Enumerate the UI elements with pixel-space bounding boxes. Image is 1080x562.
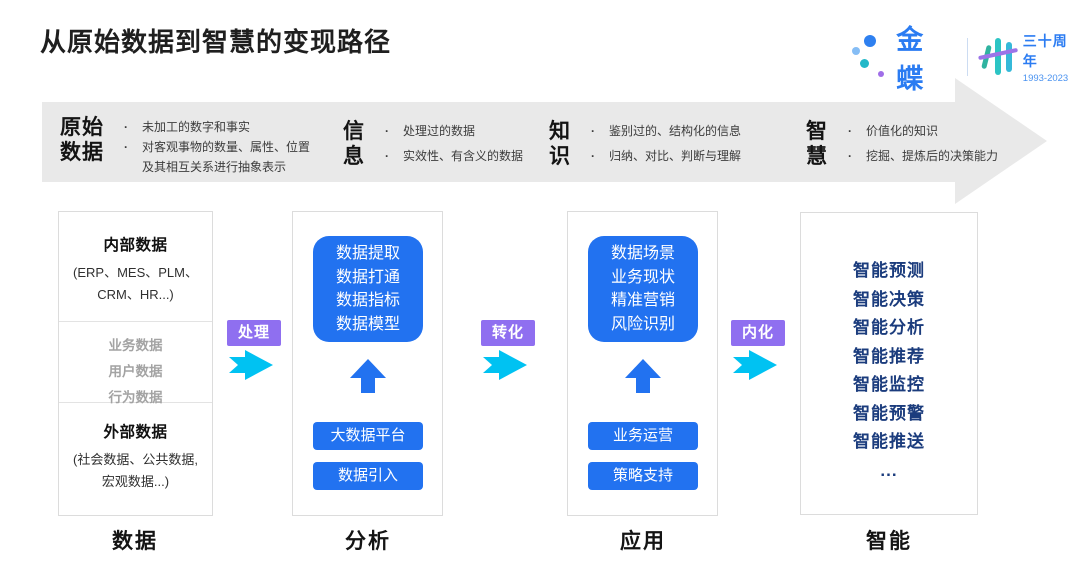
- brand-name: 金蝶: [896, 25, 927, 94]
- list-item: 用户数据: [108, 364, 163, 379]
- middle-data-section: 业务数据 用户数据 行为数据: [59, 321, 212, 405]
- up-arrow-icon: [350, 359, 386, 393]
- bullet-marker: ·: [848, 124, 852, 138]
- dikw-arrow-banner: [42, 102, 955, 182]
- list-item: 智能分析: [853, 318, 925, 337]
- column-data-sources: 内部数据 (ERP、MES、PLM、 CRM、HR...) 业务数据 用户数据 …: [58, 211, 213, 516]
- list-item: 智能监控: [853, 375, 925, 394]
- bullet-item: · 归纳、对比、判断与理解: [585, 146, 741, 166]
- list-item: 智能推荐: [853, 346, 925, 366]
- platform-button: 业务运营: [588, 422, 698, 450]
- column-analysis: 数据提取 数据打通 数据指标 数据模型 大数据平台 数据引入: [292, 211, 443, 516]
- section-header: 外部数据: [103, 424, 168, 441]
- ellipsis-item: ...: [880, 460, 898, 480]
- logo-dot: [852, 47, 860, 55]
- bullet-marker: ·: [385, 149, 389, 163]
- list-item: 业务数据: [108, 338, 163, 353]
- bullet-marker: ·: [591, 149, 595, 163]
- list-item: 行为数据: [108, 390, 163, 405]
- section-header: 内部数据: [103, 237, 168, 254]
- stage-wisdom: 智 慧 · 价值化的知识 · 挖掘、提炼后的决策能力: [806, 119, 998, 171]
- right-arrow-icon: [229, 350, 273, 380]
- stage-raw-data: 原始 数据 · 未加工的数字和事实 · 对客观事物的数量、属性、位置及其相互关系…: [60, 115, 310, 177]
- anniversary-label: 三十周年: [1022, 32, 1068, 69]
- right-arrow-icon: [733, 350, 777, 380]
- external-data-section: 外部数据 (社会数据、公共数据, 宏观数据...): [59, 402, 212, 493]
- flow-transform: 转化: [481, 320, 535, 380]
- column-application: 数据场景 业务现状 精准营销 风险识别 业务运营 策略支持: [567, 211, 718, 516]
- logo-dot: [864, 35, 876, 47]
- bullet-item: · 价值化的知识: [842, 121, 998, 141]
- flow-process: 处理: [227, 320, 281, 380]
- logo-dot: [860, 59, 869, 68]
- bullet-marker: ·: [124, 120, 128, 134]
- page-title: 从原始数据到智慧的变现路径: [40, 27, 392, 57]
- stage-information: 信 息 · 处理过的数据 · 实效性、有含义的数据: [343, 119, 523, 171]
- analysis-capability-box: 数据提取 数据打通 数据指标 数据模型: [313, 236, 423, 342]
- footer-label-data: 数据: [112, 530, 158, 553]
- stage-title: 原始 数据: [60, 116, 104, 164]
- stage-bullets: · 处理过的数据 · 实效性、有含义的数据: [379, 121, 523, 171]
- stage-bullets: · 鉴别过的、结构化的信息 · 归纳、对比、判断与理解: [585, 121, 741, 171]
- bullet-marker: ·: [848, 149, 852, 163]
- bullet-item: · 挖掘、提炼后的决策能力: [842, 146, 998, 166]
- bullet-item: · 鉴别过的、结构化的信息: [585, 121, 741, 141]
- footer-label-application: 应用: [620, 530, 666, 553]
- stage-bullets: · 价值化的知识 · 挖掘、提炼后的决策能力: [842, 121, 998, 171]
- arrow-head: [955, 78, 1047, 204]
- platform-button: 数据引入: [313, 462, 423, 490]
- stage-knowledge: 知 识 · 鉴别过的、结构化的信息 · 归纳、对比、判断与理解: [549, 119, 741, 171]
- logo-dot: [878, 71, 884, 77]
- bullet-marker: ·: [385, 124, 389, 138]
- anniversary-mark-icon: [978, 35, 1019, 79]
- platform-button: 策略支持: [588, 462, 698, 490]
- footer-label-intelligence: 智能: [866, 530, 912, 553]
- flow-label: 转化: [481, 320, 535, 346]
- flow-label: 处理: [227, 320, 281, 346]
- stage-title: 知 识: [549, 120, 571, 168]
- bullet-item: · 对客观事物的数量、属性、位置及其相互关系进行抽象表示: [118, 137, 310, 177]
- stage-bullets: · 未加工的数字和事实 · 对客观事物的数量、属性、位置及其相互关系进行抽象表示: [118, 117, 310, 177]
- logo-divider: [967, 38, 969, 76]
- application-capability-box: 数据场景 业务现状 精准营销 风险识别: [588, 236, 698, 342]
- list-item: 智能决策: [853, 289, 925, 309]
- list-item: 智能预警: [853, 403, 925, 423]
- flow-label: 内化: [731, 320, 785, 346]
- internal-data-section: 内部数据 (ERP、MES、PLM、 CRM、HR...): [59, 212, 212, 321]
- footer-label-analysis: 分析: [345, 530, 391, 553]
- bullet-item: · 未加工的数字和事实: [118, 117, 310, 137]
- right-arrow-icon: [483, 350, 527, 380]
- bullet-marker: ·: [124, 140, 128, 154]
- stage-title: 智 慧: [806, 120, 828, 168]
- flow-internalize: 内化: [731, 320, 785, 380]
- up-arrow-icon: [625, 359, 661, 393]
- stage-title: 信 息: [343, 120, 365, 168]
- list-item: 智能预测: [853, 261, 925, 280]
- bullet-item: · 处理过的数据: [379, 121, 523, 141]
- list-item: 智能推送: [853, 432, 925, 451]
- bullet-marker: ·: [591, 124, 595, 138]
- column-intelligence: 智能预测 智能决策 智能分析 智能推荐 智能监控 智能预警 智能推送 ...: [800, 212, 978, 515]
- kingdee-dots-icon: [852, 33, 888, 81]
- bullet-item: · 实效性、有含义的数据: [379, 146, 523, 166]
- platform-button: 大数据平台: [313, 422, 423, 450]
- anniversary-text: 三十周年 1993-2023: [1023, 31, 1080, 84]
